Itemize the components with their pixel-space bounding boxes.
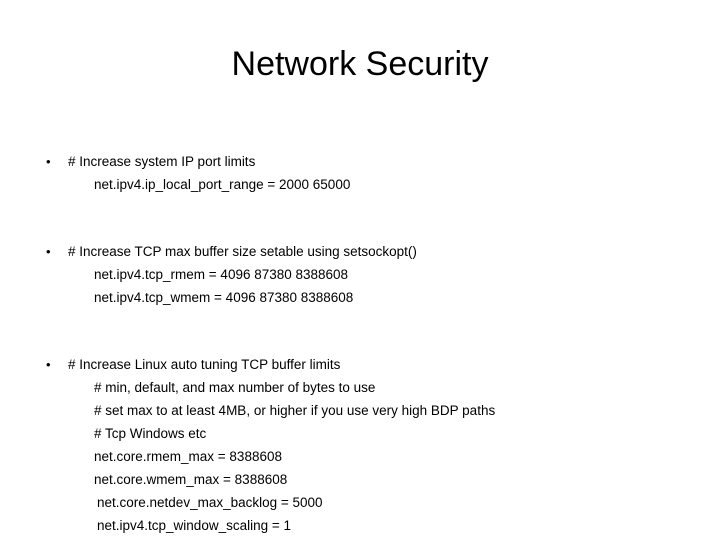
- bullet-item: • # Increase system IP port limits: [0, 150, 720, 173]
- config-line: net.ipv4.tcp_rmem = 4096 87380 8388608: [94, 267, 349, 282]
- comment-line: # Tcp Windows etc: [94, 426, 207, 441]
- bullet-group-tcp-max-buffer: • # Increase TCP max buffer size setable…: [0, 240, 720, 309]
- bullet-group-linux-auto-tuning: • # Increase Linux auto tuning TCP buffe…: [0, 353, 720, 537]
- bullet-item: • # Increase Linux auto tuning TCP buffe…: [0, 353, 720, 376]
- bullet-marker-icon: •: [46, 154, 51, 169]
- bullet-marker-icon: •: [46, 357, 51, 372]
- bullet-item: • # Increase TCP max buffer size setable…: [0, 240, 720, 263]
- page-title: Network Security: [231, 45, 489, 83]
- bullet-marker-icon: •: [46, 244, 51, 259]
- bullet-group-ip-port-limits: • # Increase system IP port limits net.i…: [0, 150, 720, 196]
- bullet-heading: # Increase TCP max buffer size setable u…: [68, 244, 417, 259]
- comment-line: # min, default, and max number of bytes …: [94, 380, 376, 395]
- comment-line: # set max to at least 4MB, or higher if …: [94, 403, 496, 418]
- config-line: net.core.netdev_max_backlog = 5000: [97, 495, 323, 510]
- config-line: net.core.rmem_max = 8388608: [94, 449, 282, 464]
- config-line: net.core.wmem_max = 8388608: [94, 472, 288, 487]
- config-line: net.ipv4.tcp_window_scaling = 1: [97, 518, 291, 533]
- bullet-heading: # Increase Linux auto tuning TCP buffer …: [68, 357, 341, 372]
- slide-body: • # Increase system IP port limits net.i…: [0, 150, 720, 537]
- bullet-heading: # Increase system IP port limits: [68, 154, 256, 169]
- config-line: net.ipv4.ip_local_port_range = 2000 6500…: [94, 177, 351, 192]
- config-line: net.ipv4.tcp_wmem = 4096 87380 8388608: [94, 290, 354, 305]
